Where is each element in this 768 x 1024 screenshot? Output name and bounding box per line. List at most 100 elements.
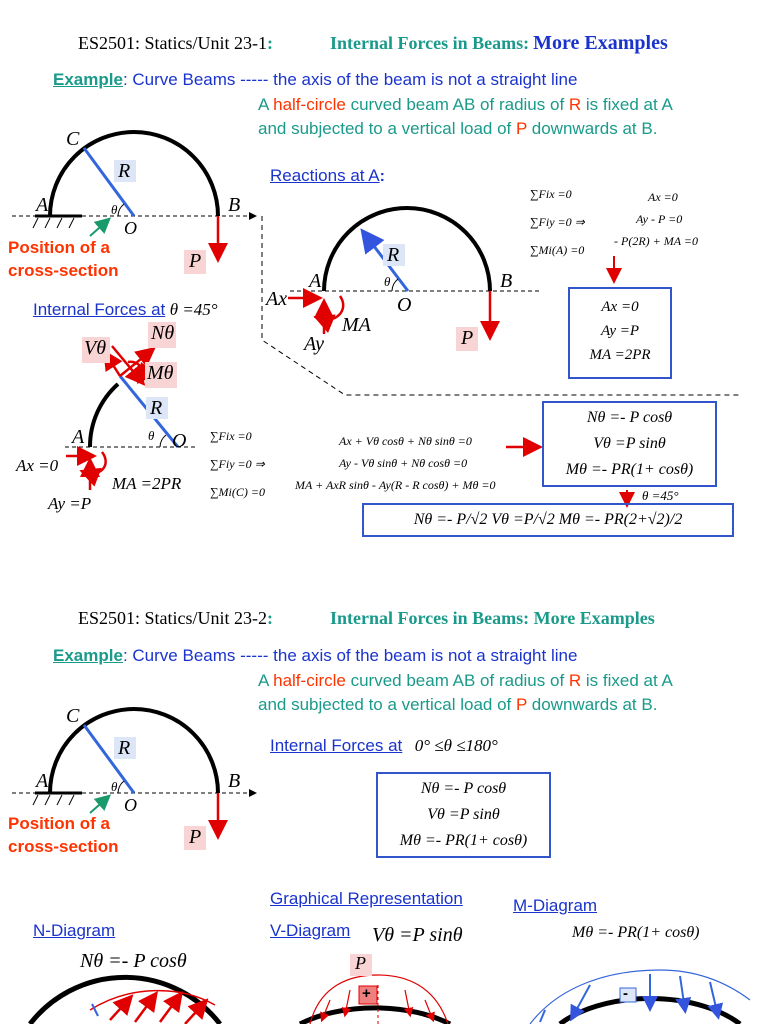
desc-part: downwards at B. [527,119,658,138]
position-line: Position of a [8,238,110,257]
eq-result-line: - P(2R) + MA =0 [614,234,698,248]
label-r: R [118,160,131,182]
desc-part: curved beam AB of radius of [345,95,569,114]
eq-line: ∑Fiy =0 ⇒ [530,215,585,229]
equilibrium-a-list: ∑Fix =0 ∑Fiy =0 ⇒ ∑Mi(A) =0 [530,180,585,264]
theta-range: 0° ≤θ ≤180° [414,736,498,755]
example-text: Curve Beams ----- the axis of the beam i… [132,646,578,665]
reactions-heading[interactable]: Reactions at A: [270,166,385,186]
desc-r: R [568,671,582,690]
description-line-4: and subjected to a vertical load of P do… [258,695,657,715]
label-theta-reactions: θ [384,274,391,289]
connector-dashed [261,216,740,396]
p-label-bg [184,826,206,850]
title-teal-text: Internal Forces in Beams: More Examples [330,608,655,628]
reactions-link[interactable]: Reactions at A [270,166,380,185]
label-o-reactions: O [397,294,412,316]
example-colon: : [122,646,128,665]
internal-forces-heading-1[interactable]: Internal Forces at θ =45° [33,300,218,320]
n-diagram-link[interactable]: N-Diagram [33,921,116,940]
label-ax-zero: Ax =0 [16,456,59,475]
label-c: C [66,128,80,150]
reaction-result-box: Ax =0 Ay =P MA =2PR [568,287,672,379]
box-line: Vθ =P sinθ [593,435,666,452]
box-line: Vθ =P sinθ [427,806,500,823]
example-word: Example [53,70,123,89]
equilibrium-c-results: Ax + Vθ cosθ + Nθ sinθ =0 Ay - Vθ sinθ +… [295,430,496,496]
r-label-bg [114,737,136,759]
eq-result-line: Ax + Vθ cosθ + Nθ sinθ =0 [339,434,472,448]
eq-line: ∑Fix =0 [210,429,252,443]
desc-part: A [258,671,274,690]
description-line-2: and subjected to a vertical load of P do… [258,119,657,139]
header-colon: : [267,33,273,53]
r-label-bg [383,244,405,266]
theta-45-arrow-label: θ =45° [642,488,679,503]
description-line-3: A half-circle curved beam AB of radius o… [258,671,673,691]
label-ma-2pr: MA =2PR [112,474,182,493]
label-r-reactions: R [387,244,400,266]
m-label-bg [145,362,177,388]
v-diagram-link[interactable]: V-Diagram [270,921,351,940]
example-colon: : [122,70,128,89]
description-line-1: A half-circle curved beam AB of radius o… [258,95,673,115]
graphical-representation-link[interactable]: Graphical Representation [270,889,463,908]
label-b-2: B [228,770,241,792]
slide-title-2: Internal Forces in Beams: More Examples [330,608,655,629]
unit-header-2: ES2501: Statics/Unit 23-2: [78,608,273,629]
label-theta-internal: θ [148,428,155,443]
final-result-box: Nθ =- P/√2 Vθ =P/√2 Mθ =- PR(2+√2)/2 [362,503,734,537]
label-ax: Ax [266,288,288,310]
box-line: Nθ =- P cosθ [420,780,507,797]
label-b-reactions: B [500,270,513,292]
p-label-bg [350,954,372,976]
position-label-1: Position of a cross-section [8,236,119,282]
box-line: MA =2PR [589,347,651,363]
internal-forces-link[interactable]: Internal Forces at [33,300,166,319]
label-o-2: O [124,795,137,815]
desc-p: P [516,119,528,138]
equilibrium-c-list: ∑Fix =0 ∑Fiy =0 ⇒ ∑Mi(C) =0 [210,422,265,506]
n-equation: Nθ =- P cosθ [80,950,187,972]
eq-line: ∑Mi(A) =0 [530,243,585,257]
eq-result-line: Ay - Vθ sinθ + Nθ cosθ =0 [339,456,468,470]
desc-part: and subjected to a vertical load of [258,695,516,714]
label-a-internal: A [72,426,85,448]
desc-part: downwards at B. [527,695,658,714]
plus-sign: + [362,985,371,1002]
label-b: B [228,194,241,216]
box-line: Nθ =- P cosθ [586,409,673,426]
reactions-colon: : [379,168,385,185]
example-text: Curve Beams ----- the axis of the beam i… [132,70,578,89]
box-line: Mθ =- PR(1+ cosθ) [399,832,528,849]
reactions-figure [288,206,622,341]
desc-part: A [258,95,274,114]
label-mtheta: Mθ [147,362,174,384]
label-p-reactions: P [461,327,474,349]
position-label-2: Position of a cross-section [8,812,119,858]
label-ay-p: Ay =P [48,494,92,513]
v-equation: Vθ =P sinθ [372,924,463,946]
equilibrium-a-results: Ax =0 Ay - P =0 - P(2R) + MA =0 [614,186,698,252]
unit-header-text: ES2501: Statics/Unit 23-1 [78,33,267,53]
example-line-1: Example: Curve Beams ----- the axis of t… [53,70,577,90]
label-theta-2: θ [111,779,118,794]
box-line: Ay =P [600,323,640,339]
desc-p: P [516,695,528,714]
position-line: cross-section [8,837,119,856]
label-o: O [124,218,137,238]
theta-45: θ =45° [169,300,218,319]
m-diagram-link[interactable]: M-Diagram [513,896,598,915]
r-label-bg [146,397,168,419]
eq-result-line: Ax =0 [648,190,678,204]
title-blue-text: More Examples [533,32,668,54]
desc-part: curved beam AB of radius of [345,671,569,690]
title-teal-text: Internal Forces in Beams: [330,33,530,53]
label-a-reactions: A [309,270,322,292]
desc-part: is fixed at A [581,671,673,690]
internal-forces-link[interactable]: Internal Forces at [270,736,403,755]
internal-forces-heading-2[interactable]: Internal Forces at 0° ≤θ ≤180° [270,736,498,756]
label-r-2: R [118,737,131,759]
unit-header-1: ES2501: Statics/Unit 23-1: [78,33,273,54]
